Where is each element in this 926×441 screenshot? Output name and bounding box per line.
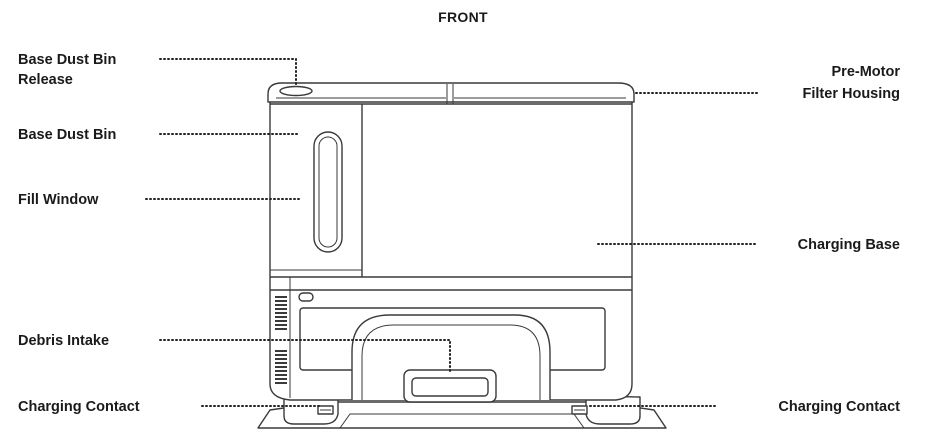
- leader-lines: [145, 58, 761, 407]
- label-base-dust-bin: Base Dust Bin: [18, 127, 116, 143]
- debris-intake-housing: [351, 314, 551, 400]
- power-indicator: [298, 292, 314, 302]
- left-foot: [283, 395, 339, 425]
- vent-slats-upper: [275, 296, 287, 330]
- label-pre-motor-line2: Filter Housing: [803, 86, 900, 102]
- label-pre-motor-line1: Pre-Motor: [832, 64, 901, 80]
- label-charging-base: Charging Base: [798, 237, 900, 253]
- leader-debris-intake: [159, 339, 451, 375]
- diagram-title: FRONT: [438, 9, 488, 25]
- dust-bin-release-button: [279, 85, 313, 97]
- leader-release: [159, 58, 297, 87]
- right-foot: [585, 395, 641, 425]
- charging-base-illustration: [257, 82, 667, 429]
- base-body: [269, 91, 633, 401]
- callout-labels: Base Dust Bin Release Base Dust Bin Fill…: [18, 52, 900, 415]
- label-charging-contact-right: Charging Contact: [778, 399, 900, 415]
- label-debris-intake: Debris Intake: [18, 333, 109, 349]
- label-base-dust-bin-release-line2: Release: [18, 72, 73, 88]
- label-base-dust-bin-release-line1: Base Dust Bin: [18, 52, 116, 68]
- debris-intake-port: [403, 369, 497, 403]
- base-ramp-inner: [339, 413, 585, 429]
- fill-window: [313, 131, 343, 253]
- label-fill-window: Fill Window: [18, 192, 99, 208]
- label-charging-contact-left: Charging Contact: [18, 399, 140, 415]
- vent-slats-lower: [275, 350, 287, 384]
- top-lid: [267, 82, 635, 103]
